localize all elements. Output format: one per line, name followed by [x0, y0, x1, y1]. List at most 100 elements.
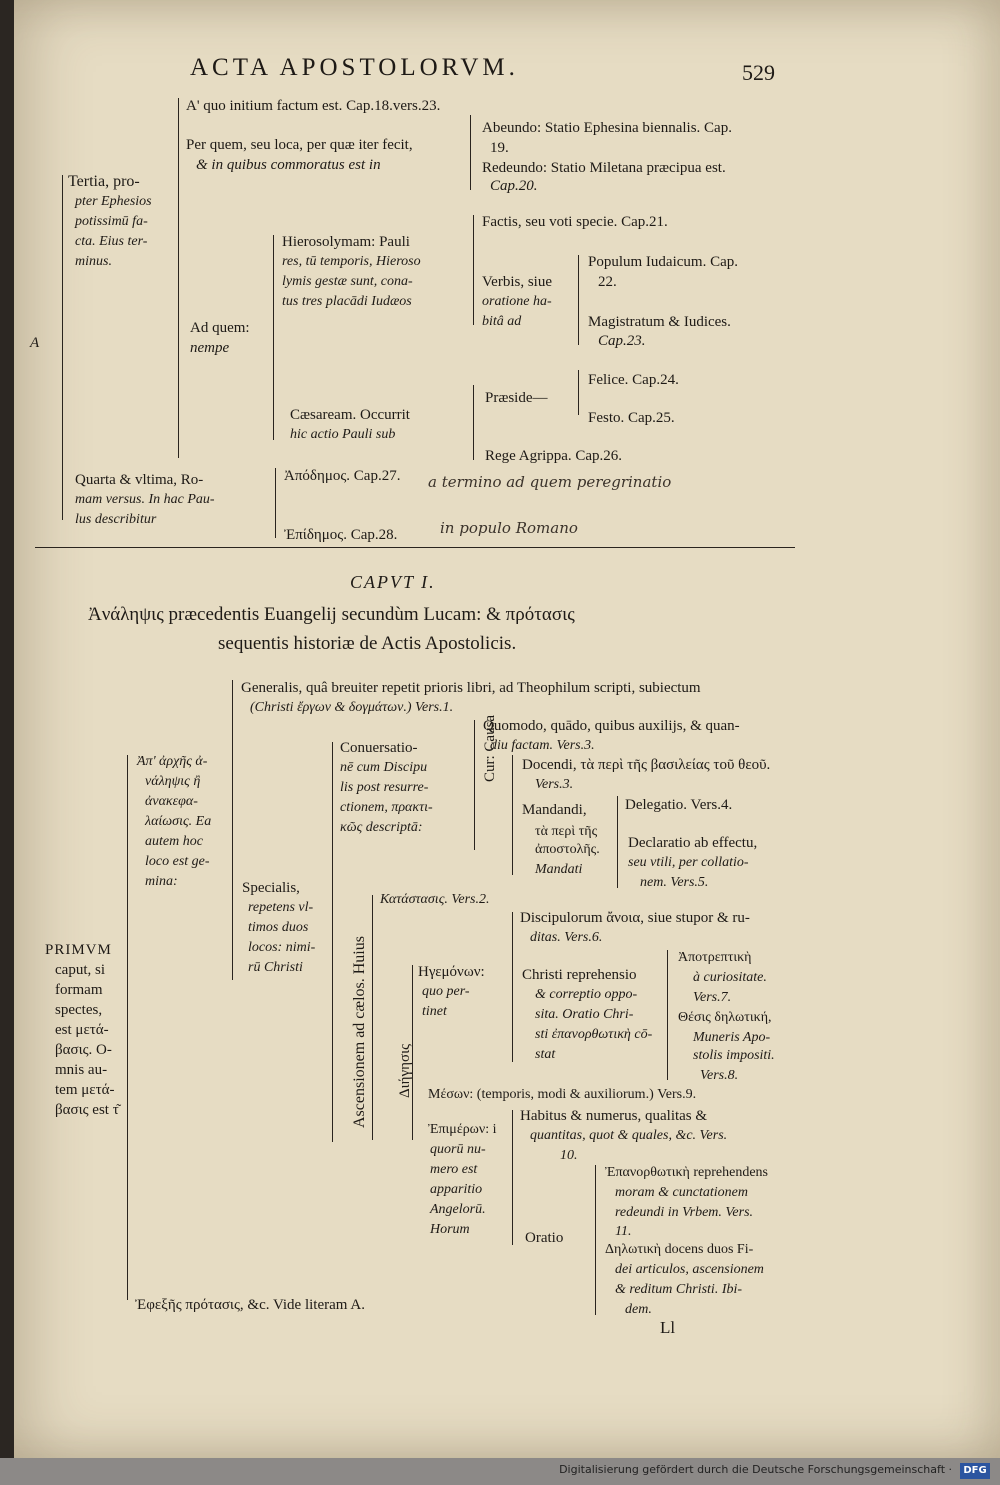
handwritten-note-2: in populo Romano: [440, 519, 578, 537]
tertia-line-2: pter Ephesios: [75, 194, 152, 209]
primum-8: tem μετά-: [55, 1082, 115, 1098]
christi-2: & correptio oppo-: [535, 987, 638, 1002]
abeundo-2: 19.: [490, 140, 509, 156]
festo: Festo. Cap.25.: [588, 410, 675, 426]
christi-4: sti ἐπανορθωτικὴ cō-: [535, 1027, 653, 1042]
quomodo-1: Quomodo, quādo, quibus auxilijs, & quan-: [483, 718, 740, 734]
primum-3: formam: [55, 982, 103, 998]
populum-1: Populum Iudaicum. Cap.: [588, 254, 738, 270]
habitus-1: Habitus & numerus, qualitas &: [520, 1108, 708, 1124]
specialis-2: repetens vl-: [248, 900, 314, 915]
brace-christi: [667, 950, 668, 1080]
ephexes: Ἐφεξῆς πρότασις, &c. Vide literam A.: [135, 1297, 365, 1313]
hierosolymam-4: tus tres placādi Iudæos: [282, 294, 412, 309]
apotreptike-1: Ἀποτρεπτικὴ: [678, 950, 752, 965]
quarta-2: mam versus. In hac Pau-: [75, 492, 215, 507]
verbis-2: oratione ha-: [482, 294, 552, 309]
primum-1: PRIMVM: [45, 942, 112, 958]
conuersatione-5: κῶς descriptā:: [340, 820, 423, 835]
deloike-2: dei articulos, ascensionem: [615, 1262, 764, 1277]
apodemia: Ἀπόδημος. Cap.27.: [284, 468, 401, 484]
ap-arches-6: loco est ge-: [145, 854, 210, 869]
primum-7: mnis au-: [55, 1062, 108, 1078]
brace-ad-quem: [273, 235, 274, 440]
ap-arches-2: νάληψις ἢ: [145, 774, 201, 789]
specialis-4: locos: nimi-: [248, 940, 316, 955]
primum-2: caput, si: [55, 962, 105, 978]
brace-praeside: [578, 370, 579, 415]
magistratum-2: Cap.23.: [598, 333, 646, 349]
generalis-2: (Christi ἔργων & δογμάτων.) Vers.1.: [250, 700, 454, 715]
tertia-line-4: cta. Eius ter-: [75, 234, 148, 249]
brace-hegemon: [512, 912, 513, 1062]
brace-mandandi: [617, 796, 618, 888]
tertia-line-5: minus.: [75, 254, 112, 269]
apotreptike-2: à curiositate.: [693, 970, 767, 985]
ad-quem-1: Ad quem:: [190, 320, 250, 336]
habitus-2: quantitas, quot & quales, &c. Vers.: [530, 1128, 728, 1143]
ascensionem: Ascensionem ad cælos. Huius: [351, 936, 368, 1128]
christi-5: stat: [535, 1047, 556, 1062]
populum-2: 22.: [598, 274, 617, 290]
ap-arches-3: ἀνακεφα-: [145, 794, 198, 809]
conuersatione-3: lis post resurre-: [340, 780, 429, 795]
brace-caesaream: [473, 385, 474, 460]
declaratio-3: nem. Vers.5.: [640, 875, 709, 890]
epanorthotike-4: 11.: [615, 1224, 632, 1239]
epanorthotike-1: Ἐπανορθωτικὴ reprehendens: [605, 1165, 769, 1180]
primum-6: βασις. O-: [55, 1042, 112, 1058]
katastasis: Κατάστασις. Vers.2.: [380, 892, 490, 907]
page-edge: [0, 0, 14, 1458]
quarta-3: lus describitur: [75, 512, 157, 527]
brace-conuersatione: [474, 720, 475, 850]
footer-credit: Digitalisierung gefördert durch die Deut…: [559, 1463, 952, 1476]
hierosolymam-1: Hierosolymam: Pauli: [282, 234, 410, 250]
discipulorum-1: Discipulorum ἄνοια, siue stupor & ru-: [520, 910, 750, 926]
specialis-5: rū Christi: [248, 960, 303, 975]
epanorthotike-2: moram & cunctationem: [615, 1185, 748, 1200]
hierosolymam-2: res, tū temporis, Hieroso: [282, 254, 421, 269]
meson: Μέσων: (temporis, modi & auxiliorum.) Ve…: [428, 1087, 697, 1102]
brace-hierosolymam: [473, 215, 474, 325]
caesaream-1: Cæsaream. Occurrit: [290, 407, 410, 423]
ad-quem-2: nempe: [190, 340, 230, 356]
brace-per-quem: [470, 115, 471, 190]
per-quem-1: Per quem, seu loca, per quæ iter fecit,: [186, 137, 413, 153]
epimeron-3: mero est: [430, 1162, 478, 1177]
epanorthotike-3: redeundi in Vrbem. Vers.: [615, 1205, 754, 1220]
factis: Factis, seu voti specie. Cap.21.: [482, 214, 668, 230]
section-divider: [35, 547, 795, 548]
theos-2: Muneris Apo-: [693, 1030, 771, 1045]
hegemon-3: tinet: [422, 1004, 447, 1019]
conuersatione-2: nē cum Discipu: [340, 760, 428, 775]
praeside: Præside—: [485, 390, 548, 406]
hegemon-1: Ηγεμόνων:: [418, 964, 485, 980]
specialis-3: timos duos: [248, 920, 309, 935]
hierosolymam-3: lymis gestæ sunt, cona-: [282, 274, 413, 289]
quarta-1: Quarta & vltima, Ro-: [75, 472, 204, 488]
redeundo-1: Redeundo: Statio Miletana præcipua est.: [482, 160, 726, 176]
delegatio: Delegatio. Vers.4.: [625, 797, 733, 813]
abeundo-1: Abeundo: Statio Ephesina biennalis. Cap.: [482, 120, 732, 136]
brace-primum: [127, 755, 128, 1300]
epimeron-6: Horum: [430, 1222, 470, 1237]
oratio: Oratio: [525, 1230, 564, 1246]
mandandi-1: Mandandi,: [522, 802, 587, 818]
brace-specialis: [332, 742, 333, 1142]
verbis-1: Verbis, siue: [482, 274, 552, 290]
dfg-logo: DFG: [960, 1463, 990, 1479]
quomodo-2: diu factam. Vers.3.: [490, 738, 595, 753]
deloike-4: dem.: [625, 1302, 652, 1317]
caput-line-2: sequentis historiæ de Actis Apostolicis.: [218, 633, 517, 654]
brace-quarta: [275, 468, 276, 538]
brace-oratio: [595, 1165, 596, 1315]
theos-1: Θέσις δηλωτική,: [678, 1010, 772, 1025]
christi-3: sita. Oratio Chri-: [535, 1007, 634, 1022]
deloike-3: & reditum Christi. Ibi-: [615, 1282, 743, 1297]
tertia-line-1: Tertia, pro-: [68, 173, 140, 190]
redeundo-2: Cap.20.: [490, 178, 538, 194]
page-number: 529: [742, 60, 775, 85]
caput-line-1: Ἀνάληψις præcedentis Euangelij secundùm …: [88, 604, 575, 625]
epimeron-2: quorū nu-: [430, 1142, 486, 1157]
